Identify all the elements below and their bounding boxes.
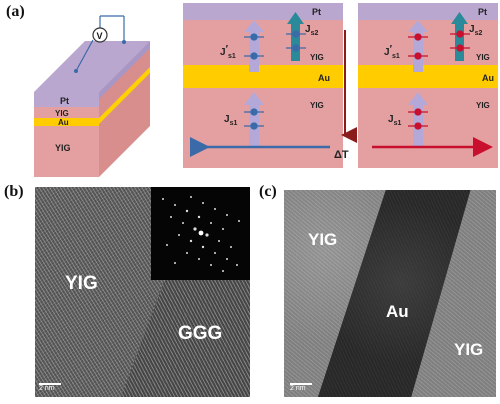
spin-icon	[244, 30, 306, 130]
tem-image-yig-au-yig: YIG Au YIG 2 nm	[284, 190, 496, 397]
stack-left-yig-top: YIG	[310, 53, 324, 62]
voltmeter-circuit: V	[74, 15, 126, 73]
temperature-gradient: ΔT	[334, 30, 357, 161]
stack-right-au: Au	[482, 73, 494, 83]
spin-icon	[408, 30, 470, 130]
voltmeter-label: V	[97, 31, 103, 41]
panel-b-label: (b)	[4, 183, 24, 200]
label-yig: YIG	[65, 273, 98, 294]
label-ggg: GGG	[178, 323, 223, 344]
voltmeter-icon	[92, 27, 108, 43]
stack-left-yig-bottom: YIG	[310, 101, 324, 110]
scale-bar	[290, 383, 312, 385]
label-js2-left: Js2	[305, 24, 318, 37]
spin-current-arrow-js2	[451, 12, 468, 61]
label-js1-right: Js1	[388, 114, 401, 127]
block-layer-au: Au	[58, 118, 69, 127]
panel-a-label: (a)	[6, 3, 25, 20]
stack-right-yig-top: YIG	[476, 53, 490, 62]
stack-left-pt: Pt	[312, 7, 321, 17]
stack-left: Pt YIG Au YIG Js2 J′s1 Js1	[183, 3, 343, 168]
scale-bar-label: 2 nm	[39, 385, 55, 392]
block-layer-pt: Pt	[60, 96, 69, 106]
label-js2-right: Js2	[469, 24, 482, 37]
label-au: Au	[386, 302, 409, 321]
scale-bar	[39, 383, 61, 385]
panel-c-label: (c)	[259, 183, 277, 200]
spin-current-arrow-js2	[287, 12, 304, 61]
block-layer-yig-bottom: YIG	[55, 143, 71, 153]
au-layer-band	[317, 190, 471, 397]
diffraction-spots	[162, 196, 240, 272]
label-js1-left: Js1	[224, 114, 237, 127]
layer-block-3d: Pt YIG Au YIG	[34, 41, 150, 177]
label-js1-prime-left: J′s1	[220, 44, 236, 60]
panel-a-figure: Pt YIG Au YIG V Pt YIG Au YIG	[34, 3, 498, 177]
block-layer-yig-top: YIG	[55, 109, 69, 118]
stack-right: Pt YIG Au YIG Js2 J′s1 Js1	[358, 3, 498, 168]
tem-image-yig-ggg: YIG GGG 2 nm	[35, 187, 250, 397]
label-yig-left: YIG	[308, 230, 338, 249]
scale-bar-label: 2 nm	[290, 385, 306, 392]
stack-right-pt: Pt	[478, 7, 487, 17]
label-yig-right: YIG	[454, 340, 484, 359]
label-js1-prime-right: J′s1	[384, 44, 400, 60]
stack-left-au: Au	[318, 73, 330, 83]
diffraction-pattern-inset	[151, 187, 250, 280]
stack-right-yig-bottom: YIG	[476, 101, 490, 110]
delta-t-label: ΔT	[334, 149, 349, 161]
